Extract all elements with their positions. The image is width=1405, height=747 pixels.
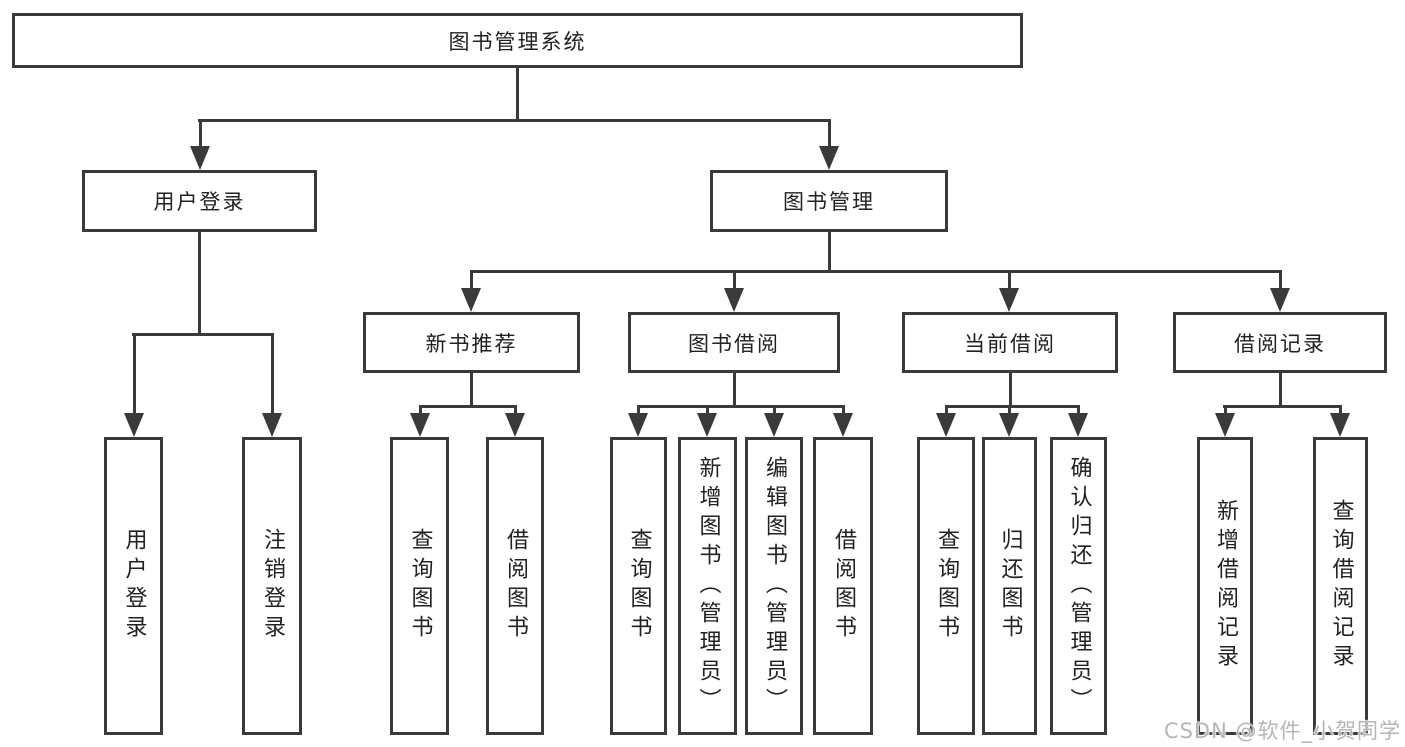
connector-line: [419, 405, 516, 408]
watermark: CSDN @软件_小贺同学: [1163, 719, 1401, 743]
arrow-down-icon: [999, 405, 1019, 437]
connector-line: [198, 232, 201, 336]
arrow-down-icon: [1270, 270, 1290, 312]
arrow-down-icon: [724, 270, 744, 312]
connector-line: [132, 333, 273, 336]
connector-line: [198, 119, 831, 122]
connector-line: [470, 270, 1282, 273]
connector-line: [733, 373, 736, 408]
node-borrow-records: 借阅记录: [1173, 312, 1387, 373]
leaf-query-borrow-record: 查询借阅记录: [1313, 437, 1368, 735]
arrow-down-icon: [764, 405, 784, 437]
leaf-add-books-admin: 新增图书（管理员）: [678, 437, 737, 735]
arrow-down-icon: [1330, 405, 1350, 437]
node-book-borrow: 图书借阅: [628, 312, 840, 373]
leaf-confirm-return-admin: 确认归还（管理员）: [1050, 437, 1107, 735]
arrow-down-icon: [124, 333, 144, 437]
arrow-down-icon: [936, 405, 956, 437]
arrow-down-icon: [262, 333, 282, 437]
leaf-logout: 注销登录: [242, 437, 302, 735]
arrow-down-icon: [628, 405, 648, 437]
connector-line: [1223, 405, 1342, 408]
arrow-down-icon: [410, 405, 430, 437]
node-new-book-recommend: 新书推荐: [363, 312, 580, 373]
arrow-down-icon: [190, 119, 210, 170]
connector-line: [470, 373, 473, 408]
leaf-recommend-borrow-books: 借阅图书: [486, 437, 544, 735]
leaf-add-borrow-record: 新增借阅记录: [1197, 437, 1253, 735]
arrow-down-icon: [697, 405, 717, 437]
arrow-down-icon: [505, 405, 525, 437]
arrow-down-icon: [1068, 405, 1088, 437]
arrow-down-icon: [819, 119, 839, 170]
connector-line: [638, 405, 844, 408]
connector-line: [945, 405, 1079, 408]
arrow-down-icon: [1215, 405, 1235, 437]
leaf-return-books: 归还图书: [982, 437, 1037, 735]
leaf-borrow-books: 借阅图书: [813, 437, 873, 735]
leaf-edit-books-admin: 编辑图书（管理员）: [745, 437, 803, 735]
node-book-management: 图书管理: [710, 170, 948, 232]
connector-line: [828, 232, 831, 273]
connector-line: [1009, 373, 1012, 408]
node-current-borrow: 当前借阅: [902, 312, 1118, 373]
connector-line: [1279, 373, 1282, 408]
arrow-down-icon: [461, 270, 481, 312]
arrow-down-icon: [999, 270, 1019, 312]
leaf-borrow-query-books: 查询图书: [610, 437, 667, 735]
node-root: 图书管理系统: [12, 13, 1023, 68]
leaf-current-query-books: 查询图书: [917, 437, 975, 735]
leaf-recommend-query-books: 查询图书: [390, 437, 449, 735]
node-user-login: 用户登录: [82, 170, 317, 232]
arrow-down-icon: [833, 405, 853, 437]
leaf-user-login: 用户登录: [104, 437, 163, 735]
connector-line: [516, 68, 519, 122]
